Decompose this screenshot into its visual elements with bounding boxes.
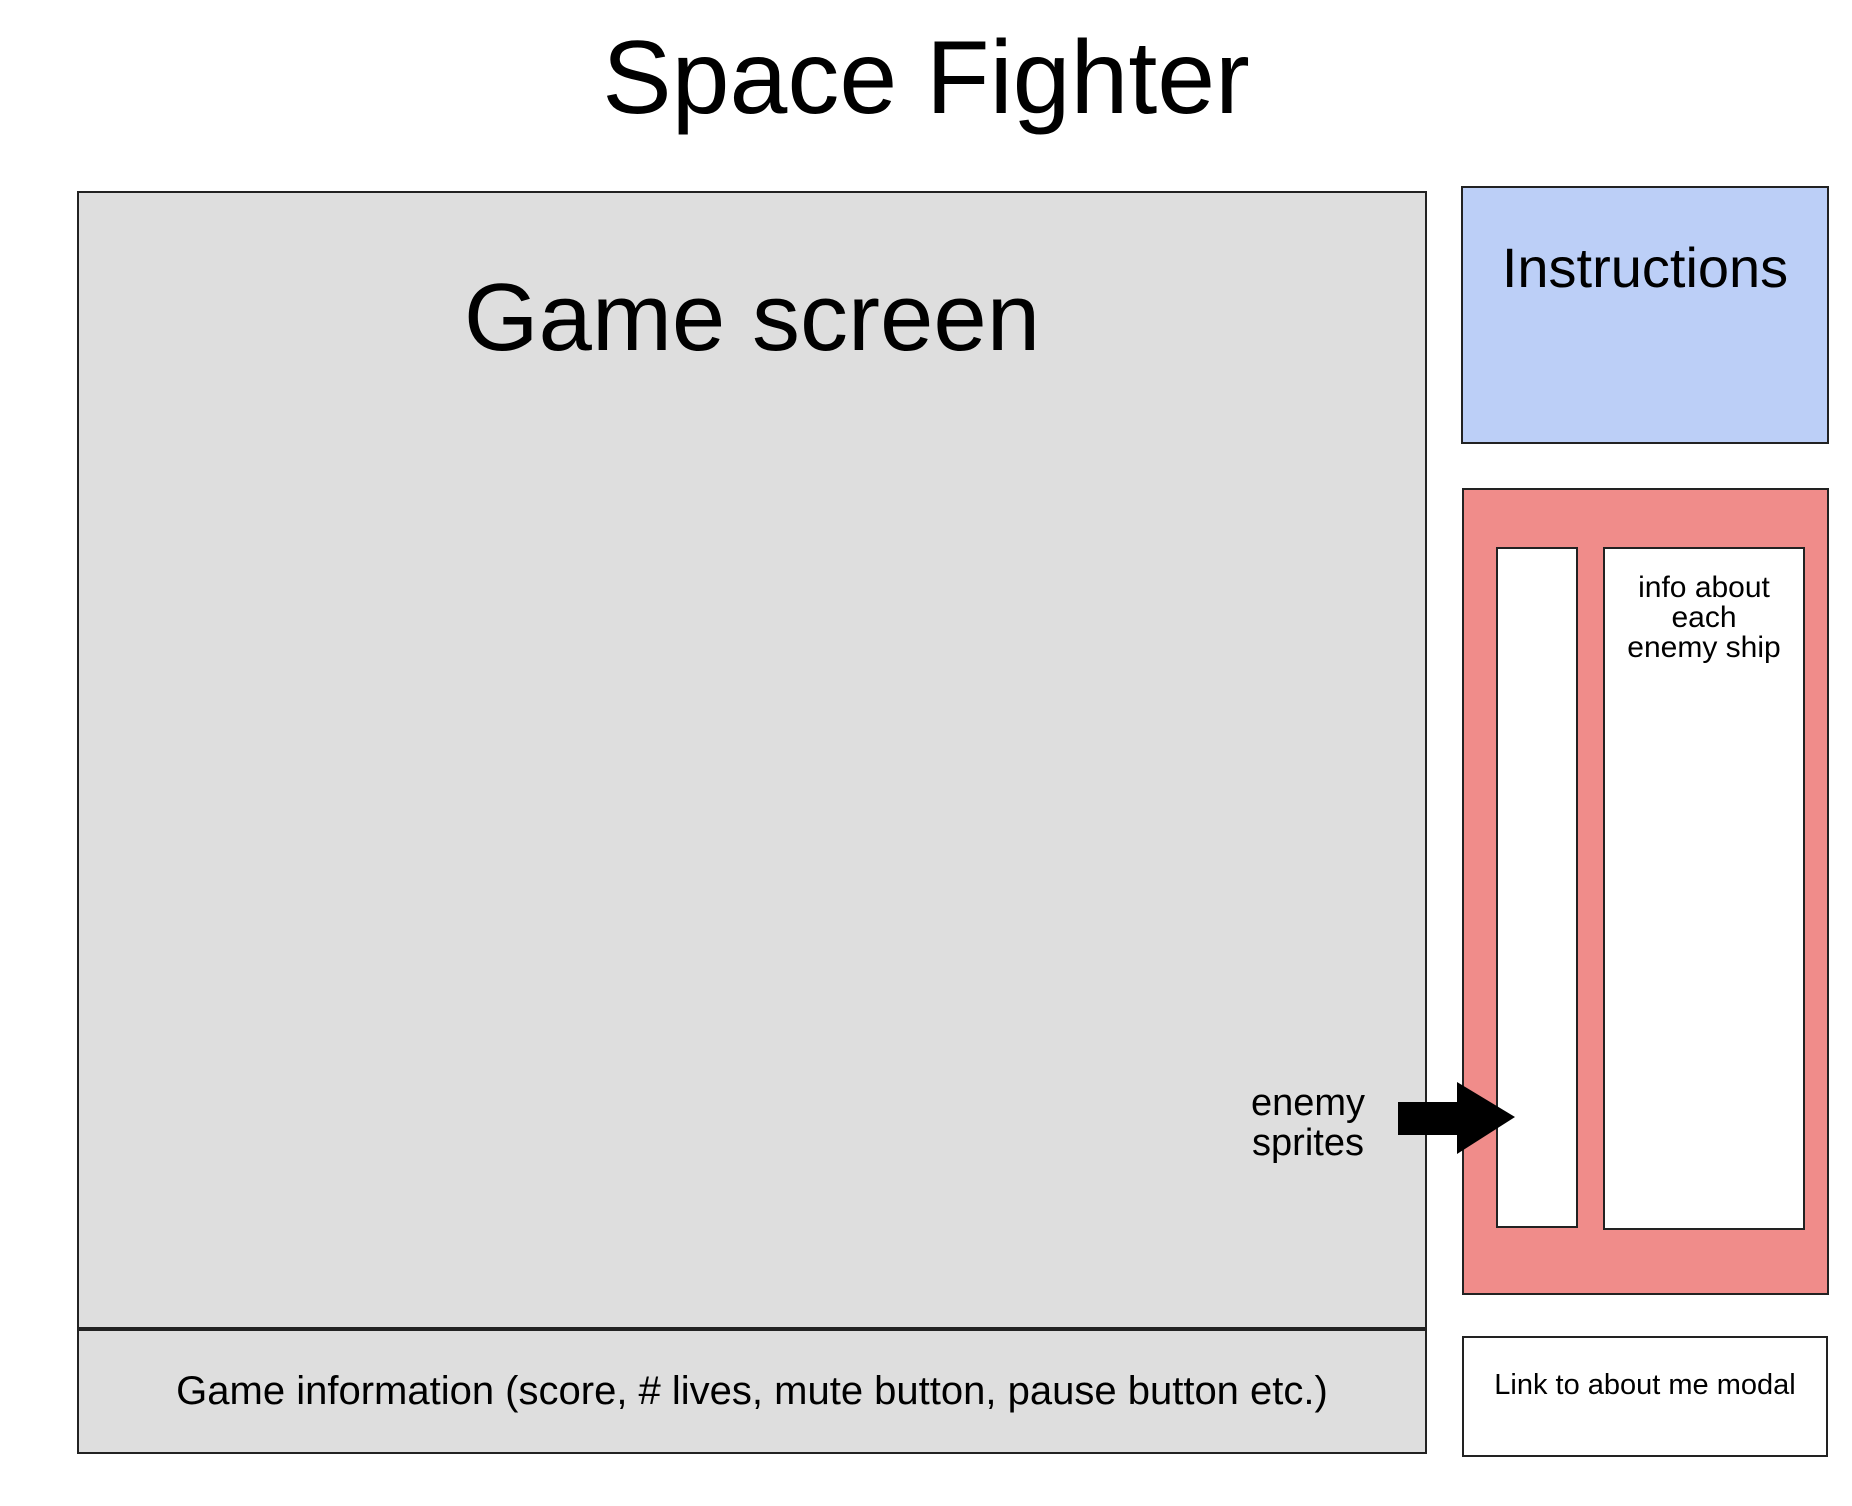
enemy-sprites-annotation: enemy sprites bbox=[1250, 1082, 1366, 1164]
enemy-info-column: info about each enemy ship bbox=[1603, 547, 1805, 1230]
instructions-label: Instructions bbox=[1501, 236, 1789, 299]
game-info-bar: Game information (score, # lives, mute b… bbox=[77, 1329, 1427, 1454]
enemy-sprite-column bbox=[1496, 547, 1578, 1228]
page-title: Space Fighter bbox=[602, 20, 1250, 136]
about-me-link[interactable]: Link to about me modal bbox=[1462, 1336, 1828, 1457]
enemy-info-label: info about each enemy ship bbox=[1627, 571, 1781, 664]
instructions-panel: Instructions bbox=[1461, 186, 1829, 444]
game-screen[interactable]: Game screen bbox=[77, 191, 1427, 1329]
game-info-label: Game information (score, # lives, mute b… bbox=[176, 1369, 1328, 1413]
game-screen-label: Game screen bbox=[463, 264, 1041, 371]
about-me-link-label: Link to about me modal bbox=[1494, 1369, 1796, 1401]
